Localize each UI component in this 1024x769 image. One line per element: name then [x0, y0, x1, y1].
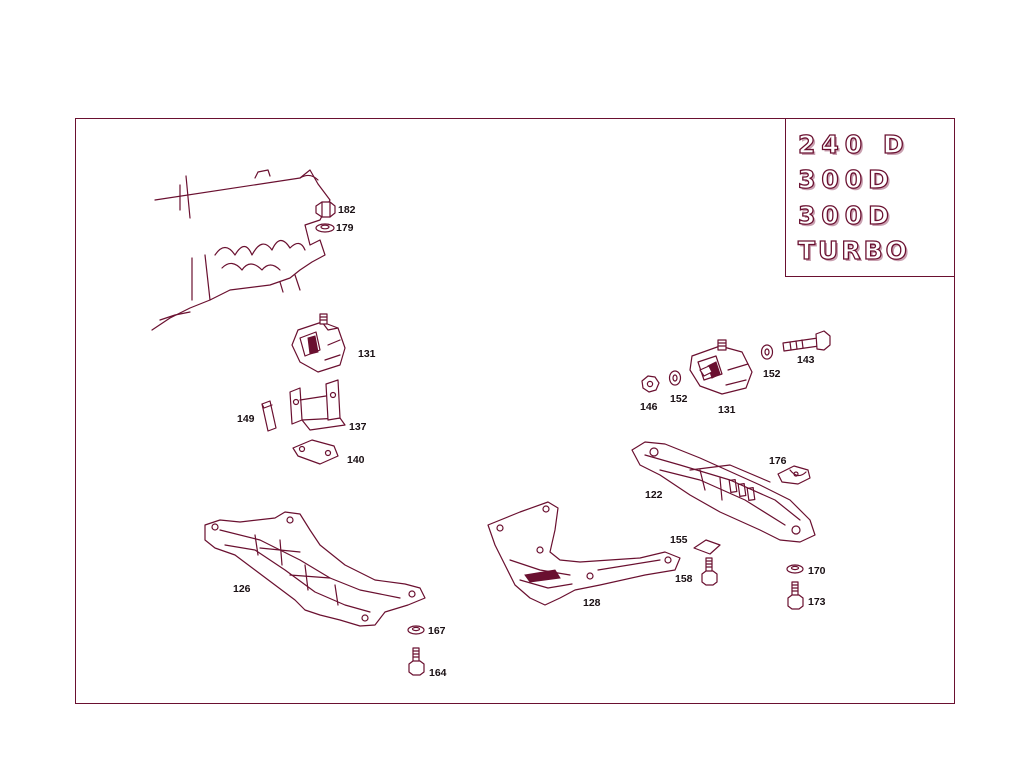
- callout-146: 146: [640, 401, 658, 413]
- callout-179: 179: [336, 222, 354, 234]
- part-182-nut: [315, 201, 336, 218]
- part-170-washer: [786, 564, 804, 574]
- part-140-plate: [292, 439, 339, 465]
- callout-149: 149: [237, 413, 255, 425]
- callout-158: 158: [675, 573, 693, 585]
- part-152-washer-left: [668, 370, 682, 386]
- callout-140: 140: [347, 454, 365, 466]
- transmission-housing: [151, 169, 331, 331]
- callout-122: 122: [645, 489, 663, 501]
- callout-137: 137: [349, 421, 367, 433]
- part-158-bolt: [701, 557, 718, 586]
- callout-182: 182: [338, 204, 356, 216]
- callout-176: 176: [769, 455, 787, 467]
- model-badge-240d: 240 D: [797, 130, 910, 159]
- callout-173: 173: [808, 596, 826, 608]
- part-146-nut: [641, 375, 660, 393]
- part-126-crossmember: [204, 511, 426, 627]
- part-152-washer-right: [760, 344, 774, 360]
- model-badge-300d-second: 300D: [797, 201, 895, 230]
- callout-143: 143: [797, 354, 815, 366]
- part-149-shim: [261, 400, 277, 432]
- callout-152-left: 152: [670, 393, 688, 405]
- part-173-bolt: [787, 581, 804, 610]
- part-155-plate: [693, 539, 721, 555]
- callout-164: 164: [429, 667, 447, 679]
- callout-128: 128: [583, 597, 601, 609]
- part-137-bracket: [289, 379, 346, 431]
- diagram-frame: [75, 118, 955, 704]
- part-167-washer: [407, 625, 425, 635]
- part-128-bracket: [487, 501, 681, 606]
- callout-167: 167: [428, 625, 446, 637]
- part-176-clip: [777, 465, 811, 485]
- model-designation-box: 240 D 300D 300D TURBO: [785, 118, 955, 277]
- part-164-bolt: [408, 647, 425, 676]
- part-131-engine-mount-left: [291, 313, 346, 373]
- callout-155: 155: [670, 534, 688, 546]
- model-badge-turbo: TURBO: [797, 236, 910, 265]
- part-179-washer: [315, 223, 335, 233]
- callout-131-left: 131: [358, 348, 376, 360]
- model-badge-300d: 300D: [797, 165, 895, 194]
- callout-170: 170: [808, 565, 826, 577]
- part-143-bolt: [782, 330, 831, 352]
- part-122-crossmember: [631, 441, 816, 543]
- callout-126: 126: [233, 583, 251, 595]
- part-131-engine-mount-right: [689, 339, 753, 395]
- callout-131-right: 131: [718, 404, 736, 416]
- callout-152-right: 152: [763, 368, 781, 380]
